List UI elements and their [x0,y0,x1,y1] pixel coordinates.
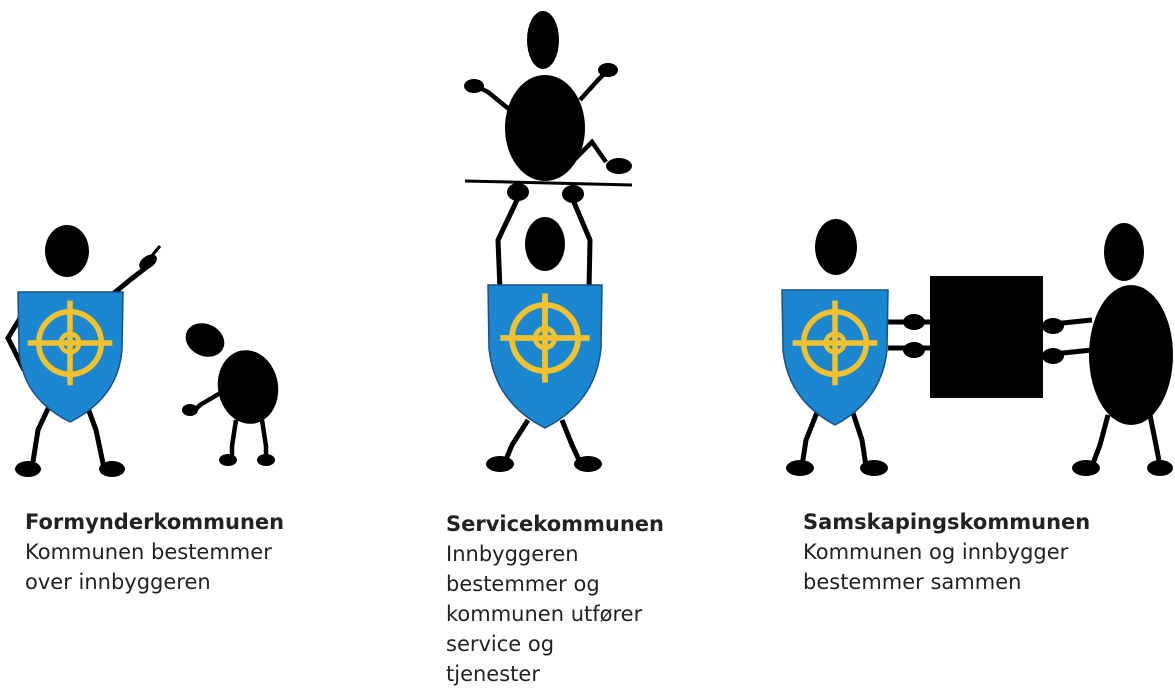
shared-box [930,276,1043,398]
caption-title: Samskapingskommunen [803,510,1091,534]
caption-line: Kommunen bestemmer [25,540,272,564]
platform-line [464,179,633,187]
caption-line: Innbyggeren [446,542,579,566]
caption-title: Formynderkommunen [25,510,285,534]
citizen-figure-top [464,11,632,181]
municipality-figure-center [486,183,603,472]
caption-line: bestemmer og [446,572,600,596]
citizen-figure-right [1042,223,1173,476]
municipality-figure-left [5,225,162,477]
caption-line: kommunen utfører [446,602,643,626]
caption-title: Servicekommunen [446,512,664,536]
caption-samskapingskommunen: Samskapingskommunen Kommunen og innbygge… [803,507,1123,597]
caption-servicekommunen: Servicekommunen Innbyggeren bestemmer og… [446,509,664,689]
municipality-figure-right [781,219,930,476]
illustration [5,11,1173,477]
caption-line: bestemmer sammen [803,570,1022,594]
caption-line: service og tjenester [446,632,555,686]
caption-formynderkommunen: Formynderkommunen Kommunen bestemmer ove… [25,507,315,597]
caption-line: Kommunen og innbygger [803,540,1069,564]
citizen-figure-bowing [182,323,279,466]
caption-line: over innbyggeren [25,570,211,594]
